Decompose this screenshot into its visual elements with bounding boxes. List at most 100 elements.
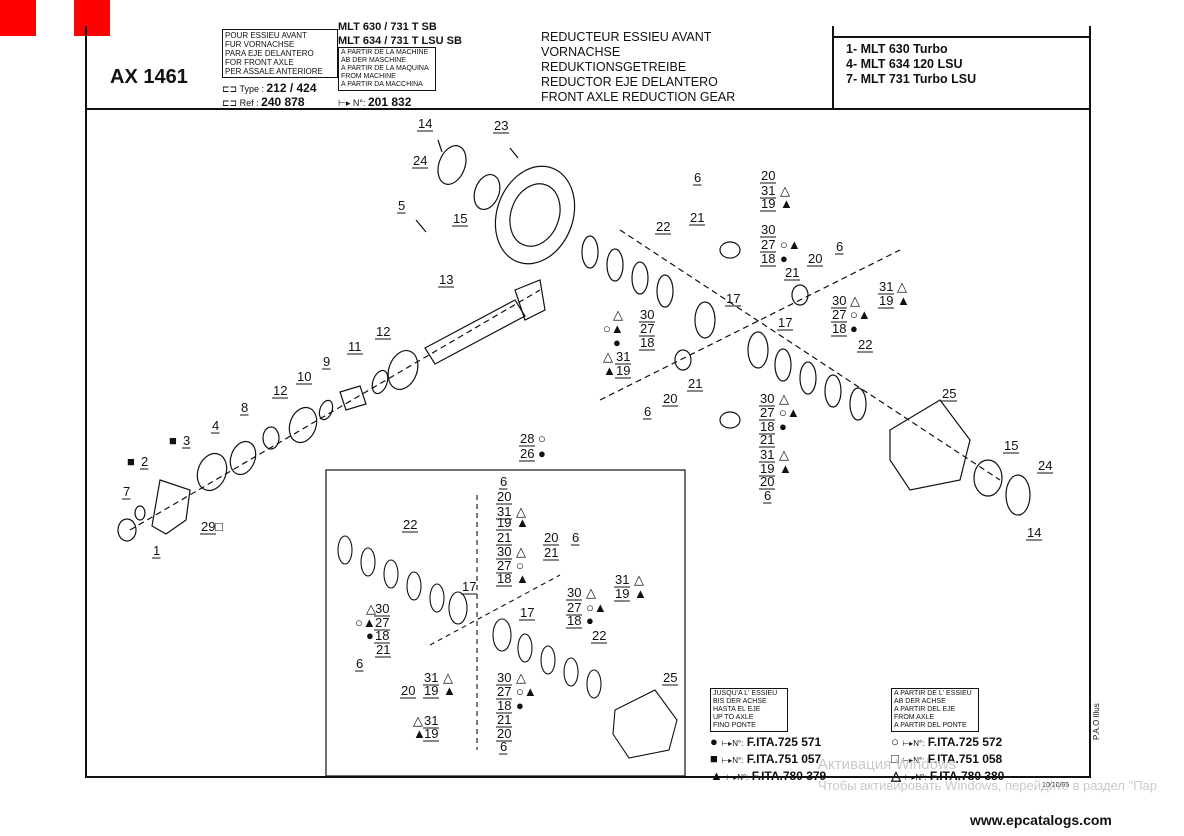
legend-symbol: △: [891, 768, 901, 783]
callout-symbol: ○▲: [586, 600, 607, 615]
legend-until-line: UP TO AXLE: [713, 714, 754, 721]
inset-disc-9: [586, 669, 602, 699]
callout-symbol: ■: [127, 454, 135, 469]
callout-i22b: 22: [592, 628, 606, 643]
bearing-15: [473, 173, 501, 211]
callout-symbol: ▲: [603, 363, 616, 378]
callout-symbol: △: [850, 293, 860, 308]
callout-symbol: ■: [169, 433, 177, 448]
callout-symbol: △: [516, 544, 526, 559]
bearing-15b: [973, 459, 1003, 497]
callout-c30a: 30: [761, 222, 775, 237]
callout-symbol: ▲: [443, 683, 456, 698]
legend-until-rows: ● ⊢▸N°: F.ITA.725 571 ■ ⊢▸N°: F.ITA.751 …: [710, 734, 826, 785]
from-line: A PARTIR DE LA MACHINE: [341, 49, 429, 56]
footer-url[interactable]: www.epcatalogs.com: [970, 812, 1112, 828]
callout-symbol: △: [586, 585, 596, 600]
callout-c18b: 18: [832, 321, 846, 336]
legend-until-row: ▲ ⊢▸N°: F.ITA.780 379: [710, 768, 827, 783]
callout-i31b: 31: [615, 572, 629, 587]
callout-symbol: ●: [366, 628, 374, 643]
callout-c8: 8: [241, 400, 248, 415]
callout-i18c: 18: [375, 628, 389, 643]
ring-11: [371, 369, 389, 395]
ref-label: Ref :: [239, 98, 259, 108]
callout-i30a: 30: [497, 544, 511, 559]
page-code: AX 1461: [110, 66, 188, 88]
callout-i17a: 17: [462, 579, 476, 594]
crown-wheel: [494, 165, 576, 265]
callout-i18d: 18: [497, 698, 511, 713]
ref-value: 240 878: [261, 95, 305, 109]
inset-disc-5: [429, 583, 445, 613]
callout-i30c: 30: [375, 601, 389, 616]
from-line: A PARTIR DA MACCHINA: [341, 81, 423, 88]
callout-c3: 3: [183, 433, 190, 448]
bearing-12a: [387, 350, 419, 390]
callout-symbol: △: [516, 670, 526, 685]
disc-22b-3: [824, 374, 842, 408]
callout-i21b: 21: [544, 545, 558, 560]
disc-22a-2: [606, 248, 624, 282]
callout-c21b: 21: [785, 265, 799, 280]
callout-i21d: 21: [497, 712, 511, 727]
ref-row: ⊏⊐ Ref : 240 878: [222, 95, 305, 109]
callout-symbol: ○▲: [779, 405, 800, 420]
apply-line: POUR ESSIEU AVANT: [225, 31, 307, 40]
title-line: REDUCTEUR ESSIEU AVANT: [541, 30, 712, 44]
diff-axis-a: [599, 249, 901, 401]
callout-c31b: 31: [879, 279, 893, 294]
inset-side-gear-b: [492, 618, 512, 652]
shield-3: [196, 452, 228, 492]
callout-c21a: 21: [690, 210, 704, 225]
legend-value: F.ITA.780 379: [751, 769, 827, 783]
disc-22b-2: [799, 361, 817, 395]
callout-symbol: △: [780, 183, 790, 198]
legend-until-row: ■ ⊢▸N°: F.ITA.751 057: [710, 751, 822, 766]
callout-symbol: ○▲: [850, 307, 871, 322]
inset-disc-2: [360, 547, 376, 577]
diff-axis-b: [619, 229, 1001, 481]
callout-symbol: △: [897, 279, 907, 294]
apply-box: POUR ESSIEU AVANT FUR VORNACHSE PARA EJE…: [222, 29, 338, 78]
models: MLT 630 / 731 T SB MLT 634 / 731 T LSU S…: [338, 20, 462, 48]
callout-symbol: ●: [779, 419, 787, 434]
callout-i31c: 31: [424, 670, 438, 685]
callout-symbol: ▲: [634, 586, 647, 601]
nut-1: [117, 518, 137, 542]
legend-value: F.ITA.780 380: [929, 769, 1005, 783]
callout-symbol: △: [366, 601, 376, 616]
legend-symbol: ○: [891, 734, 899, 749]
callout-symbol: △: [634, 572, 644, 587]
from-line: AB DER MASCHINE: [341, 57, 406, 64]
callout-c24b: 24: [1038, 458, 1052, 473]
type-value: 212 / 424: [266, 81, 317, 95]
type-icon: ⊏⊐: [222, 84, 238, 94]
callout-symbol: ○▲: [603, 321, 624, 336]
legend-value: F.ITA.751 058: [927, 752, 1003, 766]
callout-symbol: △: [779, 447, 789, 462]
legend-symbol: ■: [710, 751, 718, 766]
callout-symbol-layer: △▲○▲●△▲△○▲●△○▲●△▲△○▲●△▲■■□○●△▲△○▲△▲△○▲●△…: [127, 183, 910, 741]
legend-from-line: FROM AXLE: [894, 714, 935, 721]
disc-22a-1: [581, 235, 599, 269]
callout-c6d: 6: [764, 488, 771, 503]
callout-c5: 5: [398, 198, 405, 213]
callout-symbol: ○▲: [516, 684, 537, 699]
callout-c22a: 22: [656, 219, 670, 234]
callout-c23: 23: [494, 118, 508, 133]
inset-box: [325, 469, 686, 777]
serial-row: ⊢▸ N°: 201 832: [338, 95, 411, 109]
legend-until-line: HASTA EL EJE: [713, 706, 761, 713]
disc-22a-4: [656, 274, 674, 308]
callout-i30b: 30: [567, 585, 581, 600]
callout-i19c: 19: [424, 683, 438, 698]
title-line: VORNACHSE: [541, 45, 621, 59]
callout-symbol: ▲: [413, 726, 426, 741]
drawing-date: 10/10/05: [1042, 782, 1070, 789]
callout-symbol: ●: [850, 321, 858, 336]
callout-i17b: 17: [520, 605, 534, 620]
bolt-5: [415, 219, 427, 233]
callout-symbol: ●: [538, 446, 546, 461]
